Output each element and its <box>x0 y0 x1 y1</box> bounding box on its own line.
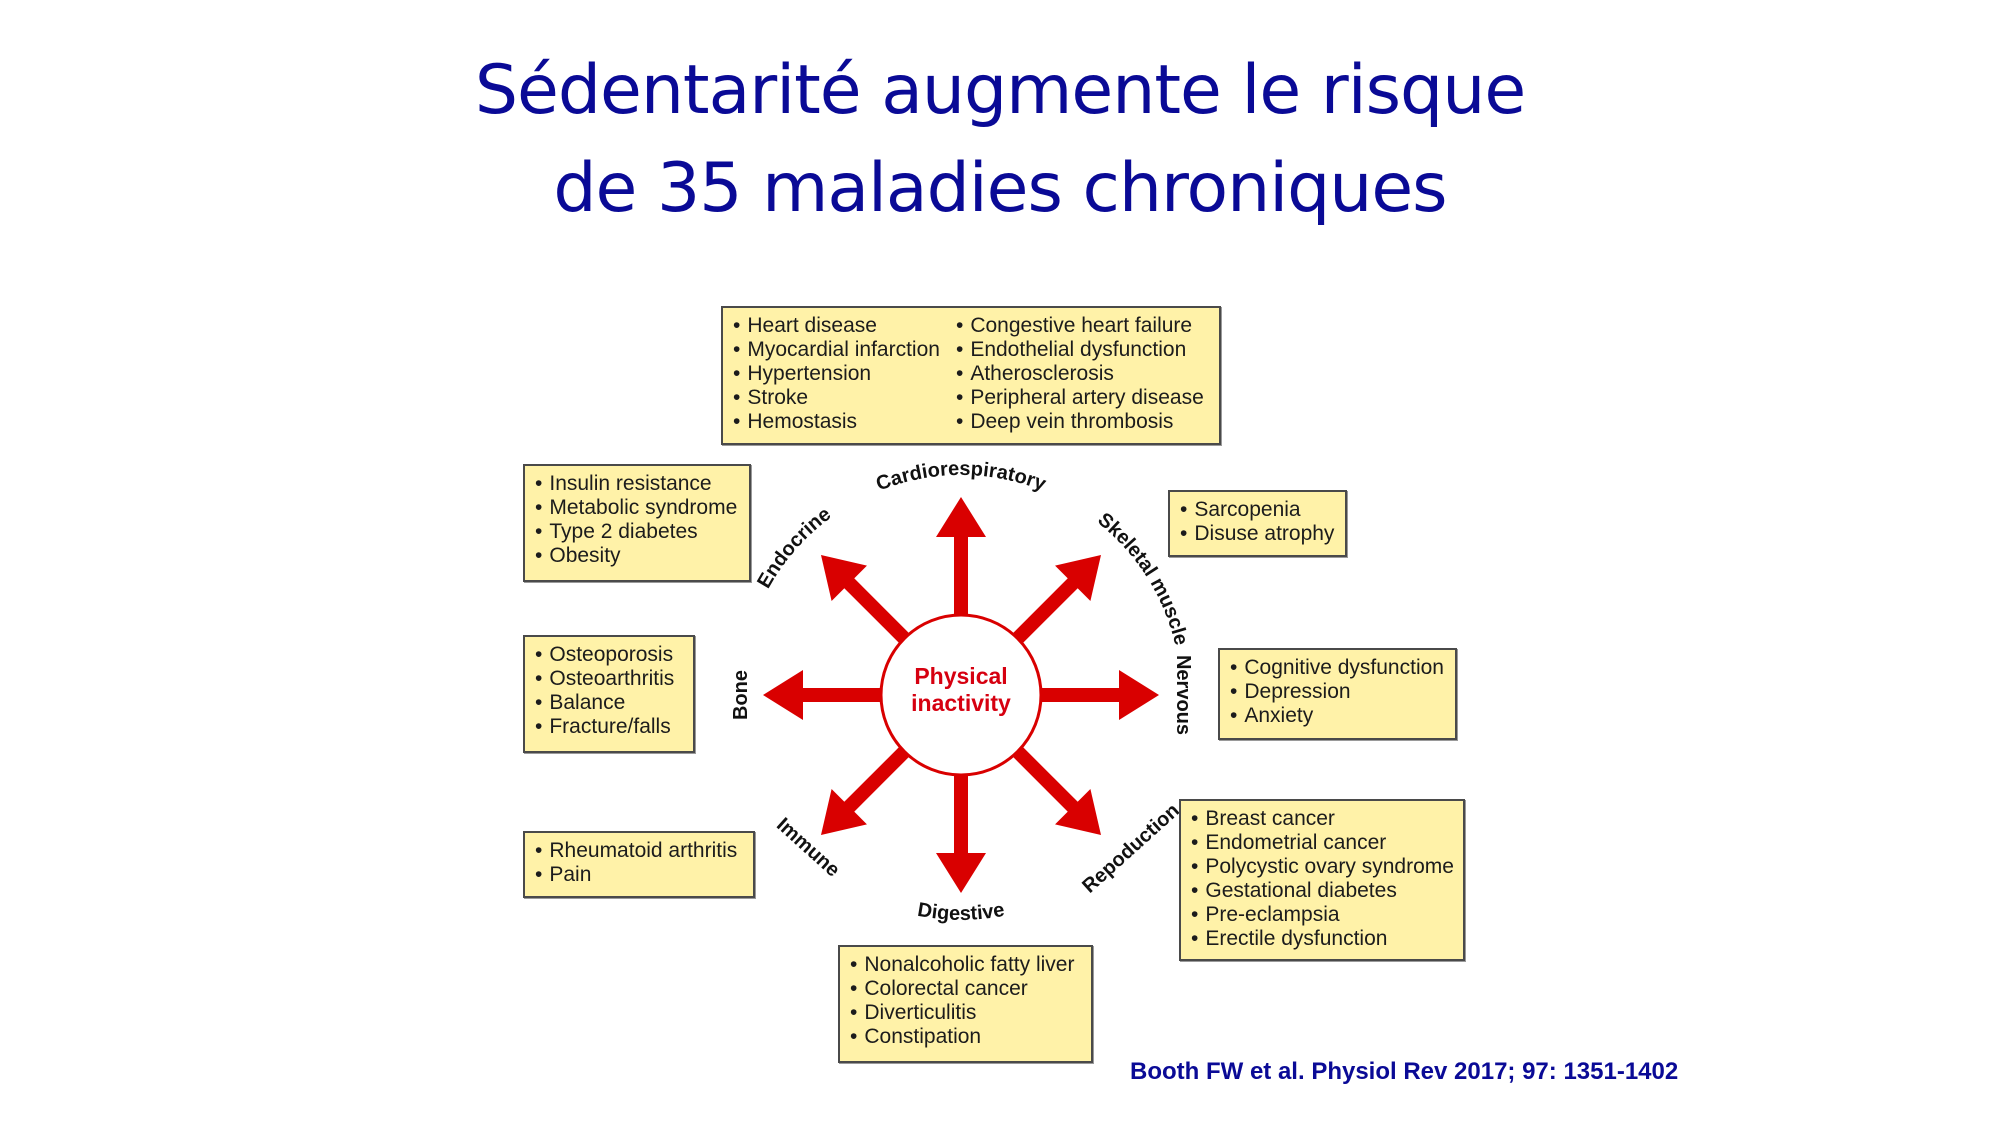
box-reproduction: Breast cancer Endometrial cancer Polycys… <box>1179 799 1465 961</box>
list-item: Fracture/falls <box>535 715 685 739</box>
center-circle <box>879 613 1043 777</box>
list-item: Depression <box>1230 680 1447 704</box>
title-line-2: de 35 maladies chroniques <box>553 149 1447 228</box>
list-item: Metabolic syndrome <box>535 496 741 520</box>
cardiorespiratory-col-2: Congestive heart failure Endothelial dys… <box>956 314 1204 434</box>
list-item: Hemostasis <box>733 410 940 434</box>
center-label: Physical inactivity <box>881 663 1041 717</box>
list-item: Endometrial cancer <box>1191 831 1455 855</box>
list-item: Myocardial infarction <box>733 338 940 362</box>
list-item: Endothelial dysfunction <box>956 338 1204 362</box>
list-item: Pre-eclampsia <box>1191 903 1455 927</box>
list-item: Disuse atrophy <box>1180 522 1337 546</box>
title-line-1: Sédentarité augmente le risque <box>474 51 1526 130</box>
box-bone: Osteoporosis Osteoarthritis Balance Frac… <box>523 635 695 753</box>
list-item: Breast cancer <box>1191 807 1455 831</box>
center-label-line-1: Physical <box>914 663 1008 689</box>
list-item: Nonalcoholic fatty liver <box>850 953 1083 977</box>
cardiorespiratory-col-1: Heart disease Myocardial infarction Hype… <box>733 314 940 434</box>
list-item: Heart disease <box>733 314 940 338</box>
list-item: Atherosclerosis <box>956 362 1204 386</box>
center-label-line-2: inactivity <box>911 690 1011 716</box>
list-item: Polycystic ovary syndrome <box>1191 855 1455 879</box>
box-nervous: Cognitive dysfunction Depression Anxiety <box>1218 648 1457 740</box>
box-skeletal-muscle: Sarcopenia Disuse atrophy <box>1168 490 1347 557</box>
list-item: Deep vein thrombosis <box>956 410 1204 434</box>
box-immune: Rheumatoid arthritis Pain <box>523 831 755 898</box>
list-item: Erectile dysfunction <box>1191 927 1455 951</box>
list-item: Colorectal cancer <box>850 977 1083 1001</box>
list-item: Congestive heart failure <box>956 314 1204 338</box>
list-item: Type 2 diabetes <box>535 520 741 544</box>
box-digestive: Nonalcoholic fatty liver Colorectal canc… <box>838 945 1093 1063</box>
list-item: Obesity <box>535 544 741 568</box>
list-item: Rheumatoid arthritis <box>535 839 745 863</box>
list-item: Diverticulitis <box>850 1001 1083 1025</box>
arrows <box>763 497 1159 893</box>
list-item: Peripheral artery disease <box>956 386 1203 410</box>
list-item: Balance <box>535 691 685 715</box>
arrow-nervous-icon <box>1041 670 1159 720</box>
label-cardiorespiratory: Cardiorespiratory <box>873 458 1049 496</box>
list-item: Gestational diabetes <box>1191 879 1455 903</box>
arrow-cardiorespiratory-icon <box>936 497 986 615</box>
label-endocrine: Endocrine <box>753 503 835 592</box>
list-item: Sarcopenia <box>1180 498 1337 522</box>
list-item: Hypertension <box>733 362 940 386</box>
label-nervous: Nervous <box>1172 655 1194 735</box>
list-item: Insulin resistance <box>535 472 741 496</box>
label-digestive: Digestive <box>916 899 1006 925</box>
list-item: Pain <box>535 863 745 887</box>
arrow-digestive-icon <box>936 775 986 893</box>
list-item: Constipation <box>850 1025 1083 1049</box>
arrow-bone-icon <box>763 670 881 720</box>
list-item: Osteoarthritis <box>535 667 685 691</box>
citation: Booth FW et al. Physiol Rev 2017; 97: 13… <box>1130 1058 1679 1085</box>
box-endocrine: Insulin resistance Metabolic syndrome Ty… <box>523 464 751 582</box>
box-cardiorespiratory: Heart disease Myocardial infarction Hype… <box>721 306 1221 445</box>
list-item: Cognitive dysfunction <box>1230 656 1447 680</box>
label-bone: Bone <box>730 670 752 720</box>
slide-title: Sédentarité augmente le risque de 35 mal… <box>0 42 2000 238</box>
list-item: Osteoporosis <box>535 643 685 667</box>
list-item: Stroke <box>733 386 940 410</box>
list-item: Anxiety <box>1230 704 1447 728</box>
